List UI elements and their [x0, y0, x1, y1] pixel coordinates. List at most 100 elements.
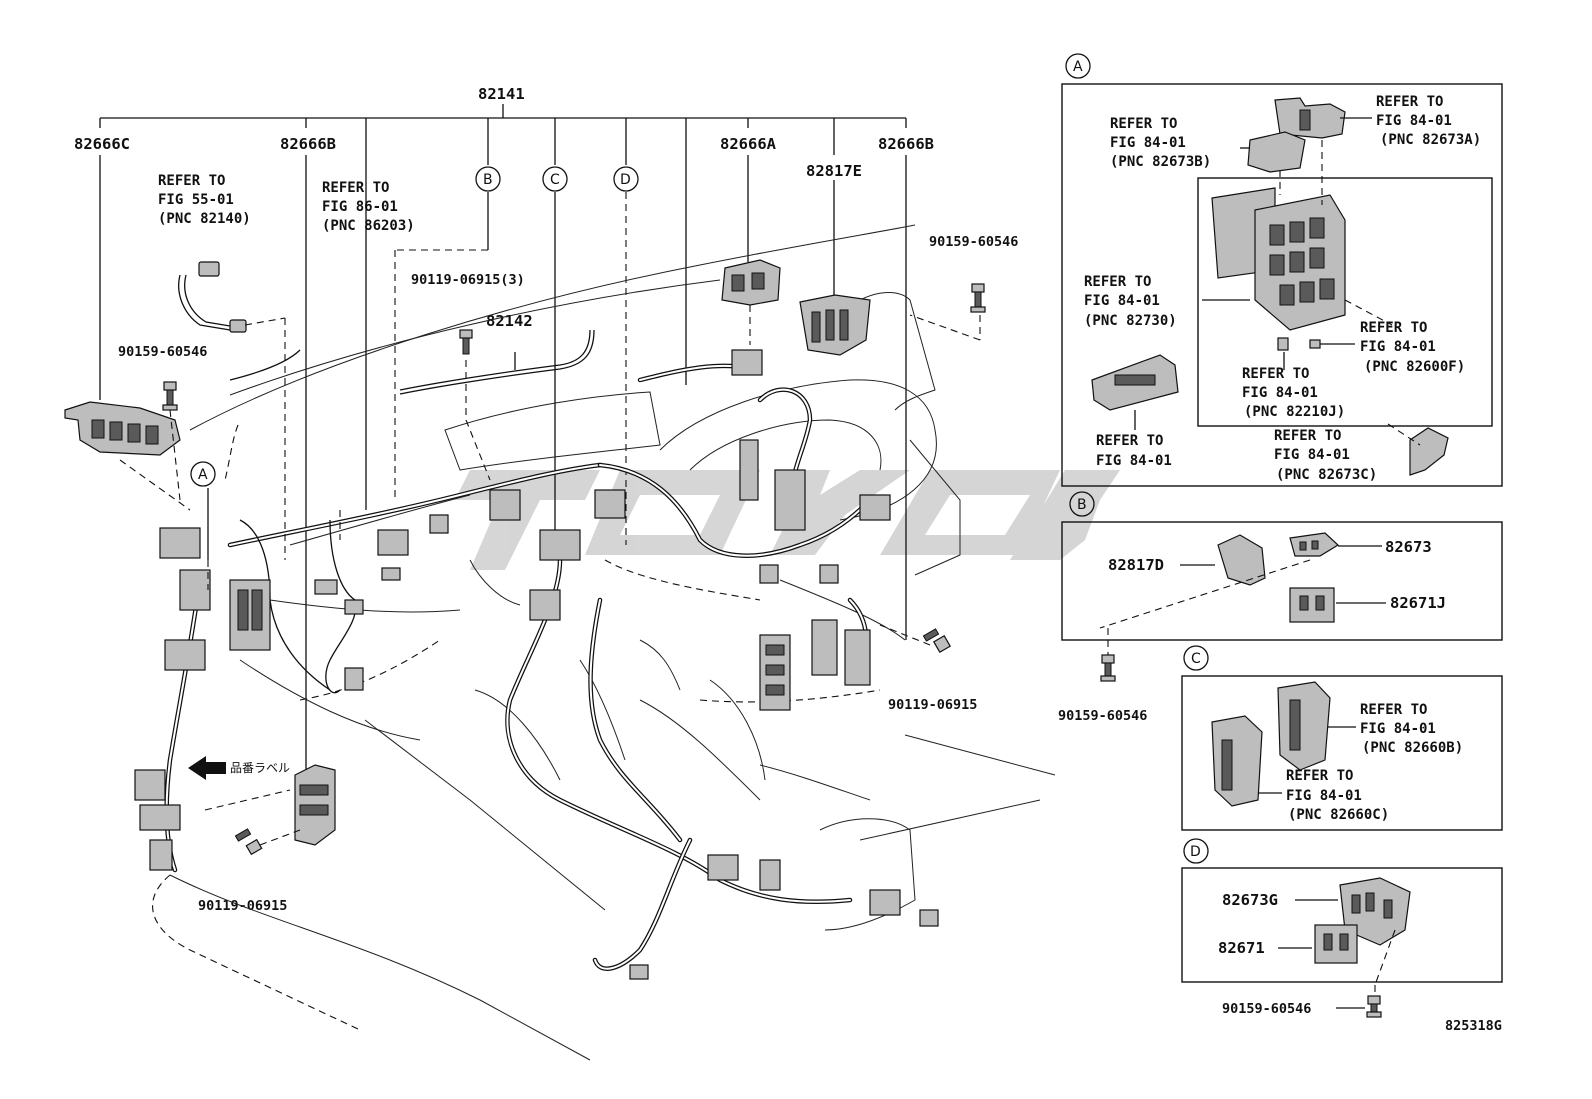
panel-d-marker[interactable]: D — [1183, 838, 1209, 864]
label-82141: 82141 — [478, 85, 525, 103]
panel-b-leaders — [1099, 545, 1386, 655]
dashed-leaders — [119, 305, 981, 846]
refer-82600F-l1: REFER TO — [1360, 320, 1427, 336]
label-82673: 82673 — [1385, 538, 1432, 556]
leader-lines — [99, 155, 907, 775]
panel-c: C REFER TO FIG 84-01 (PNC 82660B) REFER … — [1181, 645, 1503, 831]
refer-82660C-l3: (PNC 82660C) — [1288, 807, 1389, 823]
label-82673G: 82673G — [1222, 891, 1278, 909]
panel-a-holder — [1091, 354, 1179, 411]
bolt-icon-center — [459, 329, 473, 355]
panel-a-inner-frame — [1197, 177, 1493, 427]
refer-82673A-l3: (PNC 82673A) — [1380, 132, 1481, 148]
bolt-icon-right — [922, 628, 952, 654]
bolt-icon-d — [1366, 995, 1382, 1018]
marker-b-top[interactable]: B — [475, 166, 501, 192]
marker-c-top-text: C — [550, 172, 560, 188]
assembly-82141-bracket — [99, 104, 907, 510]
refer-82730-l1: REFER TO — [1084, 274, 1151, 290]
bolt-icon-top-right — [970, 283, 986, 313]
label-jp: 品番ラベル — [230, 761, 290, 775]
refer-82660B-l2: FIG 84-01 — [1360, 721, 1436, 737]
refer-82673A-l1: REFER TO — [1376, 94, 1443, 110]
label-82666A: 82666A — [720, 135, 777, 153]
relay-block-82666C — [64, 401, 181, 456]
marker-c-top[interactable]: C — [542, 166, 568, 192]
relay-82666A — [721, 259, 781, 376]
panel-d-marker-text: D — [1190, 844, 1201, 860]
relay-82666B-right — [759, 619, 871, 711]
refer-86-line2: FIG 86-01 — [322, 199, 398, 215]
bracket-82817E — [799, 294, 871, 356]
bolt-icon-b — [1100, 654, 1116, 682]
label-90159-60546-d: 90159-60546 — [1222, 1001, 1311, 1017]
refer-82730-l2: FIG 84-01 — [1084, 293, 1160, 309]
marker-d-top-text: D — [620, 172, 631, 188]
panel-a-leaders — [1134, 117, 1421, 446]
panel-c-leaders — [1258, 726, 1356, 794]
panel-c-frame — [1181, 675, 1503, 831]
refer-fig-55-01: REFER TO FIG 55-01 (PNC 82140) — [158, 173, 251, 227]
refer-55-line1: REFER TO — [158, 173, 225, 189]
refer-82673C-l2: FIG 84-01 — [1274, 447, 1350, 463]
panel-b-marker[interactable]: B — [1069, 491, 1095, 517]
label-90159-60546-b: 90159-60546 — [1058, 708, 1147, 724]
label-90119-06915-3: 90119-06915(3) — [411, 272, 525, 288]
refer-82660C-l2: FIG 84-01 — [1286, 788, 1362, 804]
bracket-82817D — [1217, 534, 1266, 586]
label-90159-60546-left: 90159-60546 — [118, 344, 207, 360]
panel-a-junction-block — [1211, 187, 1346, 331]
label-82817D: 82817D — [1108, 556, 1164, 574]
panel-a-marker[interactable]: A — [1065, 53, 1091, 79]
refer-84-l2: FIG 84-01 — [1096, 453, 1172, 469]
refer-84-l1: REFER TO — [1096, 433, 1163, 449]
junction-cluster-left — [134, 527, 271, 871]
panel-d-leaders — [1278, 899, 1396, 1009]
label-90119-06915-right: 90119-06915 — [888, 697, 977, 713]
harness-connectors — [314, 439, 939, 980]
panel-c-marker-text: C — [1191, 651, 1201, 667]
panel-b-marker-text: B — [1077, 497, 1087, 513]
relay-82666B-left — [294, 764, 336, 846]
refer-55-line3: (PNC 82140) — [158, 211, 251, 227]
marker-b-top-text: B — [483, 172, 493, 188]
refer-82660B-l1: REFER TO — [1360, 702, 1427, 718]
refer-82660C-l1: REFER TO — [1286, 768, 1353, 784]
marker-d-top[interactable]: D — [613, 166, 639, 192]
panel-b-frame — [1061, 521, 1503, 641]
panel-a-relay-82673B — [1247, 131, 1306, 173]
panel-d: D 82673G 82671 90159-60546 — [1181, 838, 1503, 1018]
relay-82673 — [1289, 532, 1339, 557]
label-82666C: 82666C — [74, 135, 130, 153]
panel-a-marker-text: A — [1073, 59, 1083, 75]
relay-82671J — [1289, 587, 1335, 623]
marker-a-left[interactable]: A — [190, 461, 216, 487]
marker-a-left-text: A — [198, 467, 208, 483]
refer-82673C-l1: REFER TO — [1274, 428, 1341, 444]
relay-82671 — [1314, 924, 1358, 964]
refer-82673C-l3: (PNC 82673C) — [1276, 467, 1377, 483]
panel-a-frame — [1061, 83, 1503, 487]
connector-82140 — [198, 261, 247, 333]
refer-82600F-l3: (PNC 82600F) — [1364, 359, 1465, 375]
refer-82600F-l2: FIG 84-01 — [1360, 339, 1436, 355]
bolt-icon-bottom — [234, 828, 263, 856]
label-82671J: 82671J — [1390, 594, 1446, 612]
panel-d-frame — [1181, 867, 1503, 983]
refer-82210J-l1: REFER TO — [1242, 366, 1309, 382]
refer-fig-86-01: REFER TO FIG 86-01 (PNC 86203) — [322, 180, 415, 234]
panel-c-marker[interactable]: C — [1183, 645, 1209, 671]
refer-82673A-l2: FIG 84-01 — [1376, 113, 1452, 129]
relay-82660B — [1277, 681, 1331, 771]
dashboard-outline — [152, 224, 1056, 1061]
refer-86-line1: REFER TO — [322, 180, 389, 196]
refer-82210J-l3: (PNC 82210J) — [1244, 404, 1345, 420]
refer-55-line2: FIG 55-01 — [158, 192, 234, 208]
label-82671: 82671 — [1218, 939, 1265, 957]
relay-82660C — [1211, 715, 1263, 807]
panel-a: A REFER TO FIG 84-01 (PNC 82673A) REFER … — [1061, 53, 1503, 487]
refer-82673B-l3: (PNC 82673B) — [1110, 154, 1211, 170]
refer-82730-l3: (PNC 82730) — [1084, 313, 1177, 329]
refer-86-line3: (PNC 86203) — [322, 218, 415, 234]
